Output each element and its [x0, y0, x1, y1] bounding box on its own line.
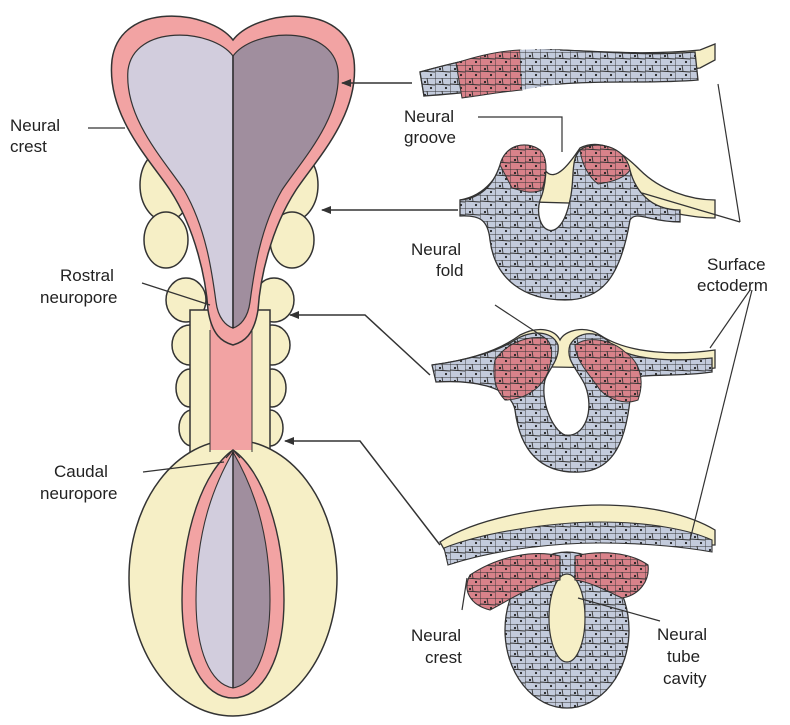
label-surface-ectoderm: Surface ectoderm: [697, 255, 770, 295]
section-neural-groove: [460, 144, 715, 300]
section-neural-fold: [432, 330, 715, 473]
label-neural-groove: Neural groove: [404, 107, 459, 147]
label-rostral-neuropore: Rostral neuropore: [40, 266, 119, 307]
label-neural-crest-bottom: Neural crest: [411, 626, 466, 667]
arrow-3: [290, 315, 430, 375]
section-neural-plate: [420, 44, 715, 98]
label-neural-tube-cavity: Neural tube cavity: [657, 625, 712, 688]
label-neural-crest-top: Neural crest: [10, 116, 65, 156]
label-caudal-neuropore: Caudal neuropore: [40, 462, 118, 503]
label-neural-fold: Neural fold: [411, 240, 466, 280]
embryo: [111, 16, 354, 716]
neural-tube-cavity-shape: [549, 574, 585, 662]
